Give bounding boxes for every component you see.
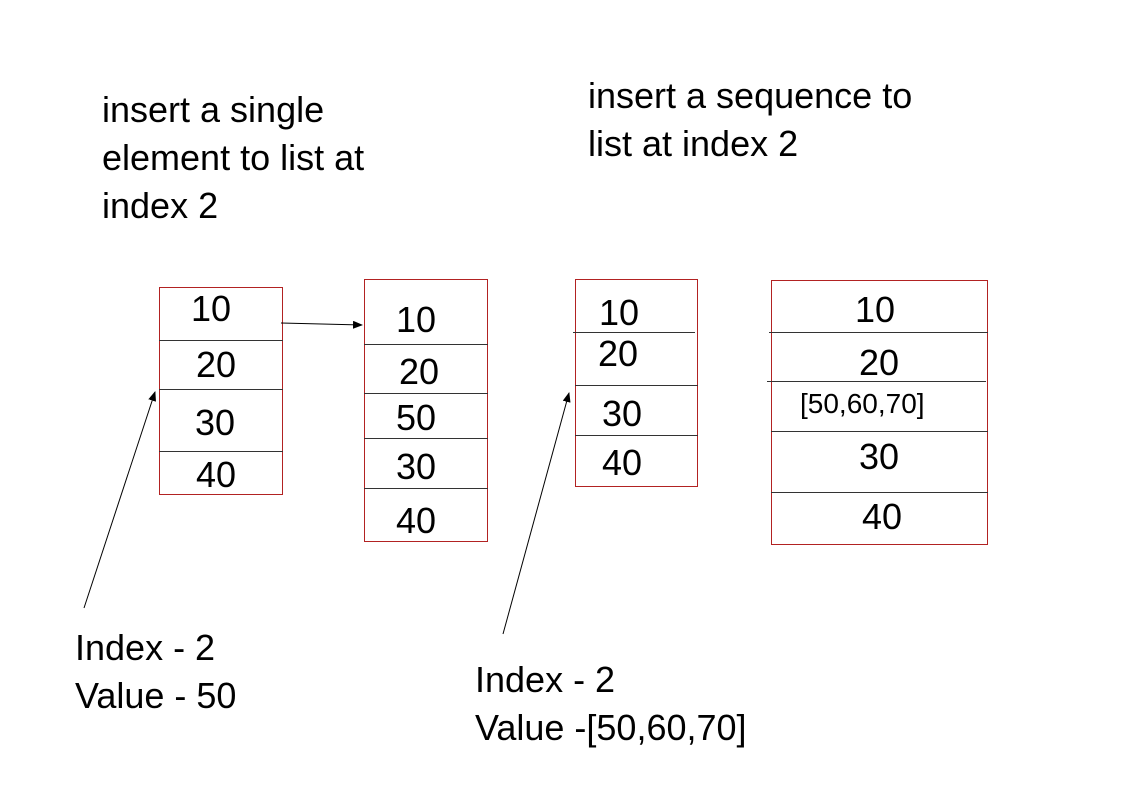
row-divider [364,344,488,345]
list-original-sequence [575,279,698,487]
heading-single-insert: insert a single element to list at index… [102,89,365,226]
list-original-single [159,287,283,495]
list-result-sequence [771,280,988,545]
arrow-original-to-result [280,320,363,329]
row-divider [364,438,488,439]
note-single-insert: Index - 2 Value - 50 [75,627,237,716]
row-divider [159,451,283,452]
list-cell: 40 [196,454,237,495]
list-cell: 30 [859,436,900,477]
row-divider [575,385,698,386]
list-cell: 40 [862,496,903,537]
heading-sequence-insert: insert a sequence to list at index 2 [588,75,913,164]
list-cell: 20 [196,344,237,385]
row-divider [771,492,988,493]
list-cell: 40 [602,442,643,483]
row-divider [573,332,695,333]
list-cell: 30 [195,402,236,443]
arrow-index-pointer-sequence [502,392,571,635]
note-sequence-insert: Index - 2 Value -[50,60,70] [475,659,747,748]
list-cell: 40 [396,500,437,541]
row-divider [364,488,488,489]
list-cell: 10 [396,299,437,340]
row-divider [767,381,986,382]
list-cell: 20 [399,351,440,392]
list-result-single [364,279,488,542]
row-divider [771,431,988,432]
list-cell: 10 [191,288,232,329]
list-cell-inserted: [50,60,70] [800,388,925,419]
row-divider [159,340,283,341]
list-cell: 10 [855,289,896,330]
row-divider [575,435,698,436]
list-cell: 30 [396,446,437,487]
list-cell: 30 [602,393,643,434]
row-divider [769,332,988,333]
list-cell: 10 [599,292,640,333]
row-divider [159,389,283,390]
list-cell-inserted: 50 [396,397,437,438]
list-cell: 20 [598,333,639,374]
arrow-index-pointer-single [83,391,156,609]
list-cell: 20 [859,342,900,383]
row-divider [364,393,488,394]
